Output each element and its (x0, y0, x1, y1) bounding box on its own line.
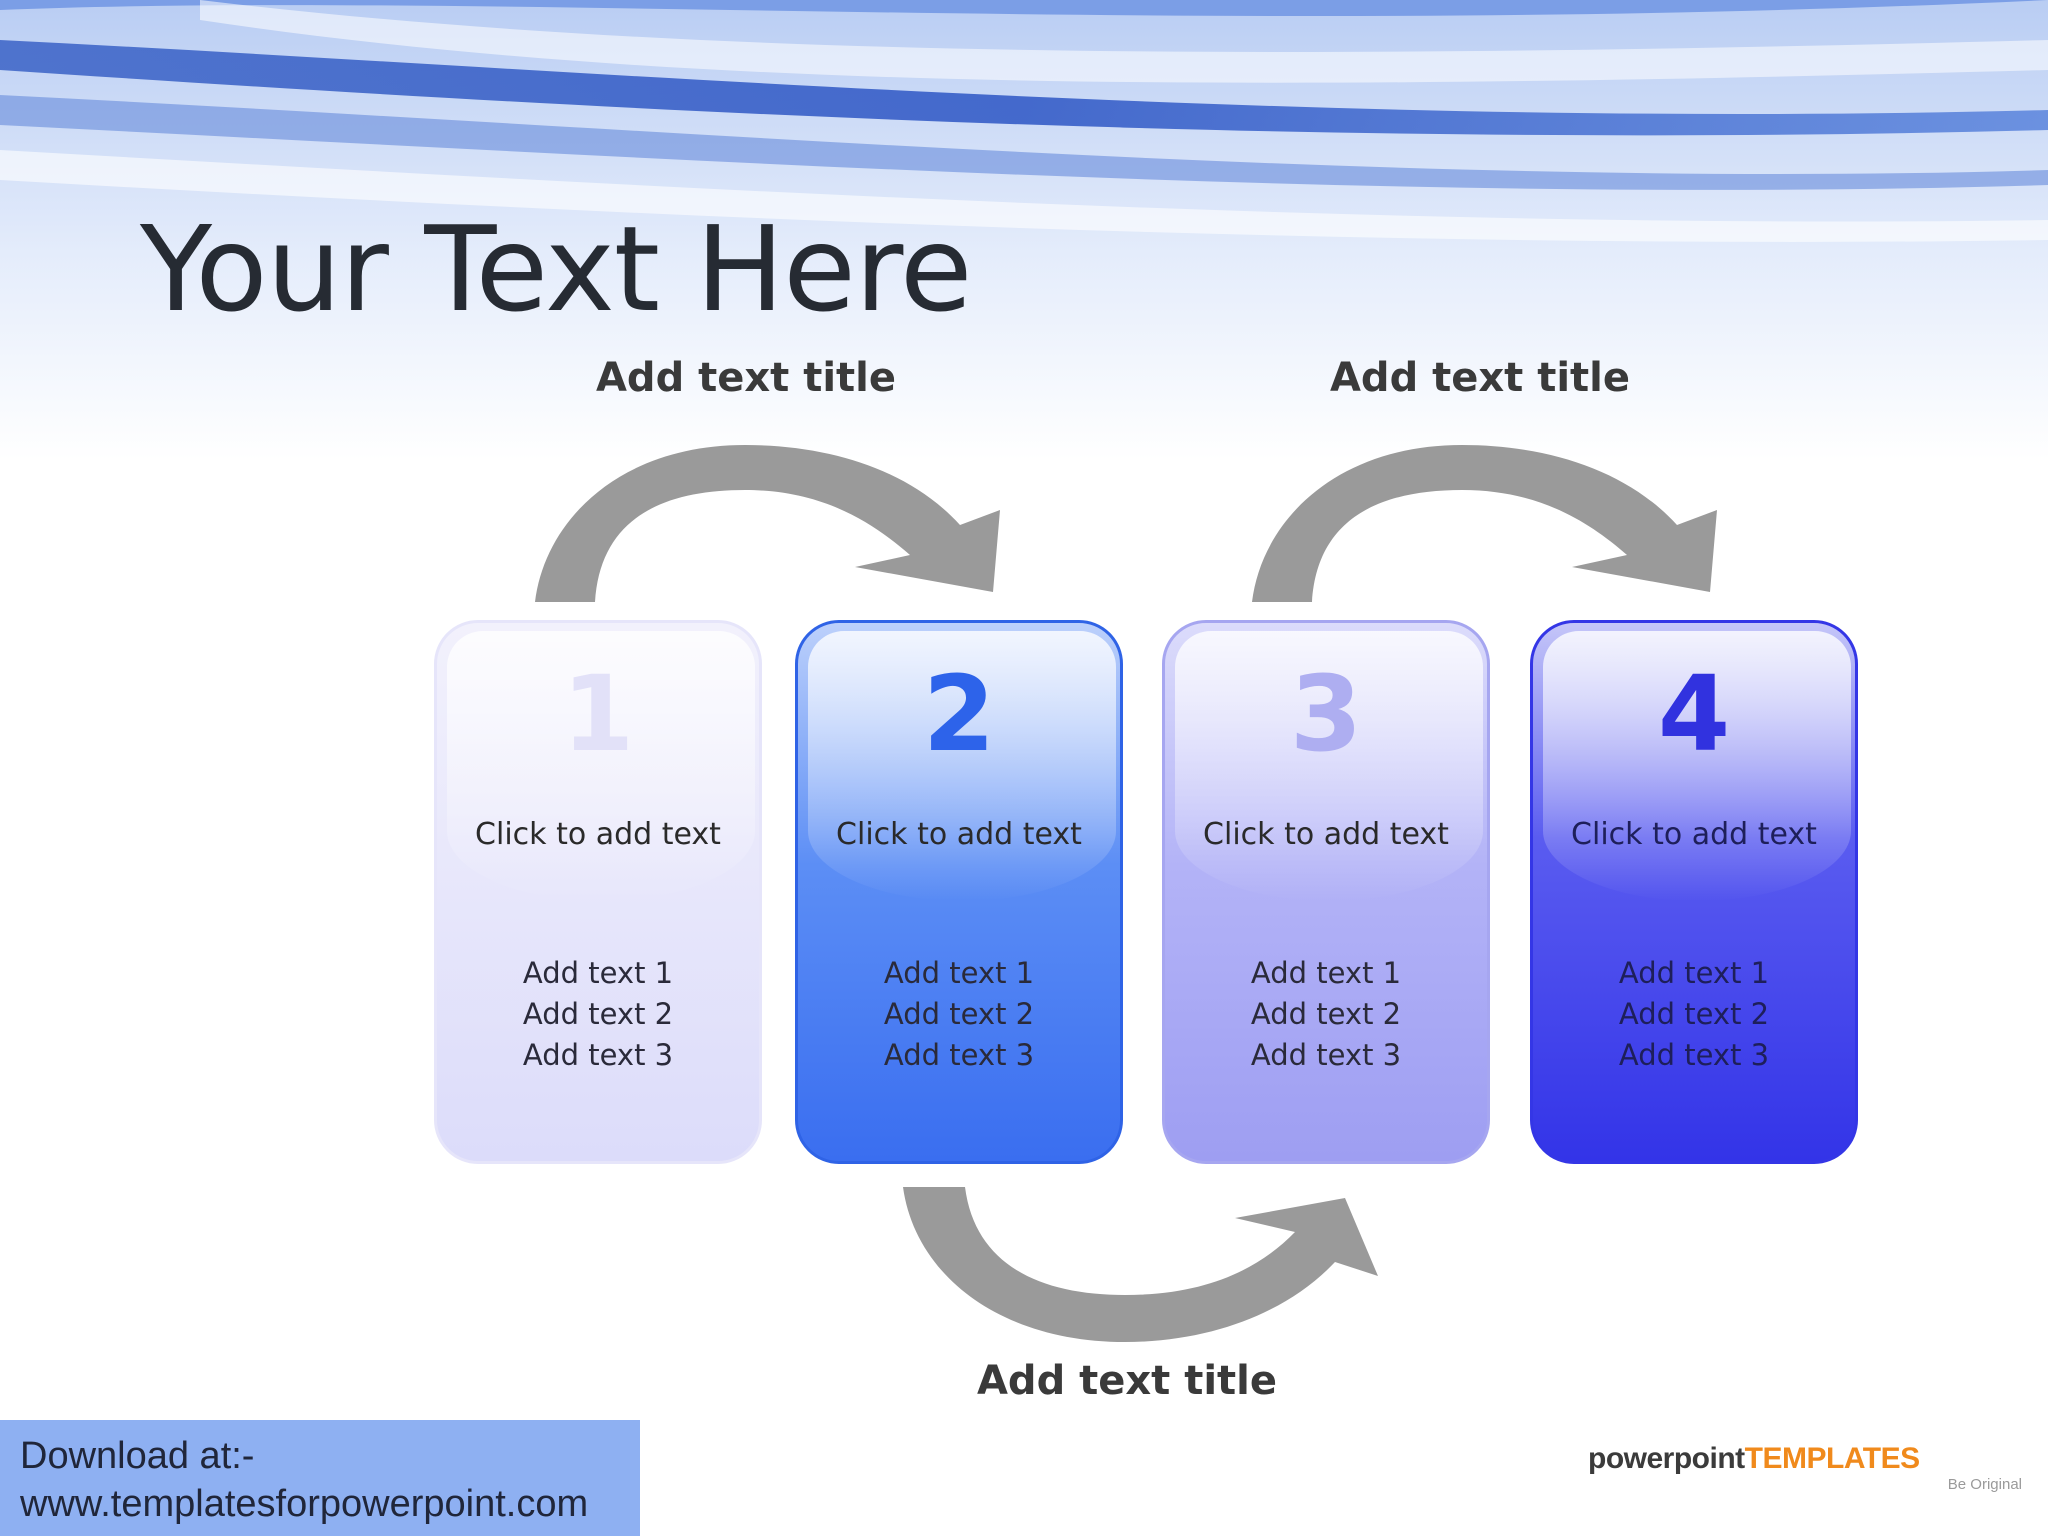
card-item: Add text 2 (883, 997, 1035, 1031)
card-gloss (447, 631, 755, 901)
download-label: Download at:- (20, 1435, 255, 1477)
step-card-2[interactable]: 2 Click to add text Add text 1 Add text … (795, 620, 1123, 1164)
step-number: 3 (1289, 653, 1363, 775)
card-item: Add text 1 (1618, 956, 1770, 990)
card-gloss (1543, 631, 1851, 901)
card-item: Add text 3 (883, 1038, 1035, 1072)
step-number: 4 (1657, 653, 1731, 775)
step-card-1[interactable]: 1 Click to add text Add text 1 Add text … (434, 620, 762, 1164)
card-items: Add text 1 Add text 2 Add text 3 (1165, 953, 1487, 1076)
step-number: 2 (922, 653, 996, 775)
download-info-box: Download at:- www.templatesforpowerpoint… (0, 1420, 640, 1536)
download-link[interactable]: www.templatesforpowerpoint.com (20, 1483, 589, 1525)
card-caption: Click to add text (1571, 817, 1817, 852)
brand-logo: powerpointTEMPLATES Be Original (1588, 1442, 2028, 1493)
card-item: Add text 2 (1618, 997, 1770, 1031)
card-items: Add text 1 Add text 2 Add text 3 (1533, 953, 1855, 1076)
card-caption: Click to add text (836, 817, 1082, 852)
step-number: 1 (561, 653, 635, 775)
card-items: Add text 1 Add text 2 Add text 3 (798, 953, 1120, 1076)
card-caption: Click to add text (475, 817, 721, 852)
step-title-1: Add text title (595, 355, 897, 401)
card-item: Add text 1 (883, 956, 1035, 990)
curved-arrow-1-to-2 (535, 445, 1000, 602)
card-gloss (808, 631, 1116, 901)
step-card-3[interactable]: 3 Click to add text Add text 1 Add text … (1162, 620, 1490, 1164)
brand-name-part2: TEMPLATES (1744, 1442, 1920, 1475)
card-item: Add text 1 (522, 956, 674, 990)
background-waves (0, 0, 2048, 460)
card-item: Add text 1 (1250, 956, 1402, 990)
card-item: Add text 2 (1250, 997, 1402, 1031)
slide-title: Your Text Here (140, 200, 972, 338)
curved-arrow-2-to-3 (903, 1187, 1378, 1342)
card-item: Add text 3 (1618, 1038, 1770, 1072)
step-title-2: Add text title (1329, 355, 1631, 401)
card-item: Add text 2 (522, 997, 674, 1031)
brand-tagline: Be Original (1947, 1476, 2022, 1493)
card-item: Add text 3 (522, 1038, 674, 1072)
curved-arrow-3-to-4 (1252, 445, 1717, 602)
step-title-3: Add text title (976, 1358, 1278, 1404)
card-item: Add text 3 (1250, 1038, 1402, 1072)
step-card-4[interactable]: 4 Click to add text Add text 1 Add text … (1530, 620, 1858, 1164)
card-items: Add text 1 Add text 2 Add text 3 (437, 953, 759, 1076)
brand-name-part1: powerpoint (1588, 1442, 1745, 1475)
card-caption: Click to add text (1203, 817, 1449, 852)
card-gloss (1175, 631, 1483, 901)
